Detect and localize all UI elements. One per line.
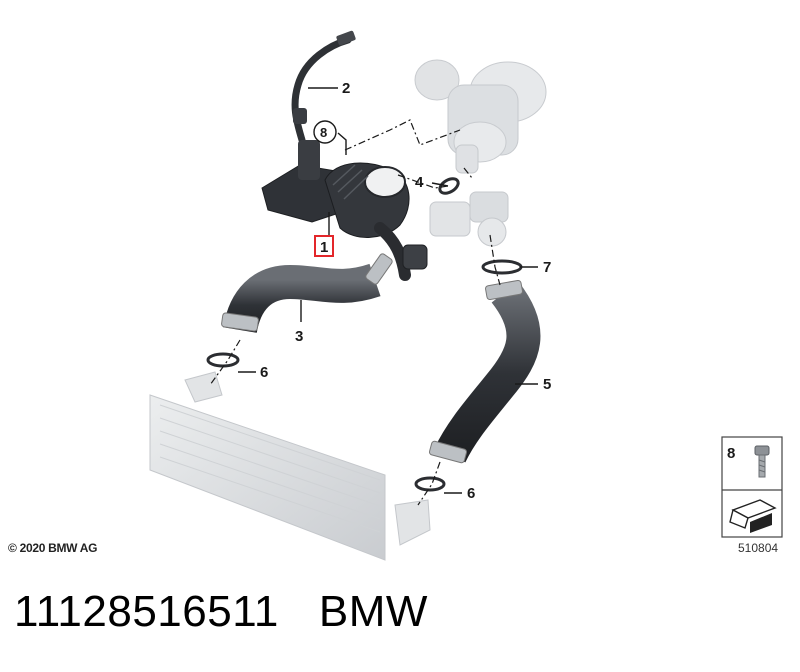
callout-2[interactable]: 2 (342, 80, 350, 97)
legend-box: 8 (721, 436, 783, 538)
part-caption: 11128516511 BMW (14, 587, 428, 637)
callout-6-lower[interactable]: 6 (467, 485, 475, 502)
turbocharger-ghost (414, 59, 547, 174)
charge-air-hose-3 (221, 253, 393, 334)
diagram-number: 510804 (738, 541, 779, 555)
o-ring-6-upper (206, 352, 240, 368)
callout-highlight-box (314, 235, 334, 257)
callout-8-circle (313, 120, 337, 144)
brand-name: BMW (318, 587, 428, 636)
callout-6-upper[interactable]: 6 (260, 364, 268, 381)
o-ring-6-lower (414, 476, 446, 492)
resonator-assembly (261, 140, 428, 281)
o-ring-7 (481, 259, 523, 275)
intercooler-ghost (149, 371, 431, 561)
callout-lines (238, 87, 538, 494)
callout-labels: 1 2 3 4 5 6 6 7 8 (260, 80, 551, 502)
callout-3[interactable]: 3 (295, 328, 303, 345)
bolt-icon (754, 445, 770, 478)
diagram-arrow-icon (729, 499, 777, 533)
charge-air-hose-5 (428, 279, 541, 464)
copyright-notice: © 2020 BMW AG (8, 541, 98, 555)
legend-item-number: 8 (727, 445, 735, 462)
callout-7[interactable]: 7 (543, 259, 551, 276)
part-number: 11128516511 (14, 587, 279, 636)
callout-5[interactable]: 5 (543, 376, 551, 393)
assembly-leader-lines (209, 119, 501, 506)
o-ring-4 (438, 177, 460, 195)
throttle-valve-ghost (429, 191, 509, 247)
callout-1[interactable]: 1 (320, 239, 328, 256)
callout-8[interactable]: 8 (320, 125, 327, 140)
vent-hose (291, 30, 356, 144)
callout-4[interactable]: 4 (415, 174, 424, 191)
